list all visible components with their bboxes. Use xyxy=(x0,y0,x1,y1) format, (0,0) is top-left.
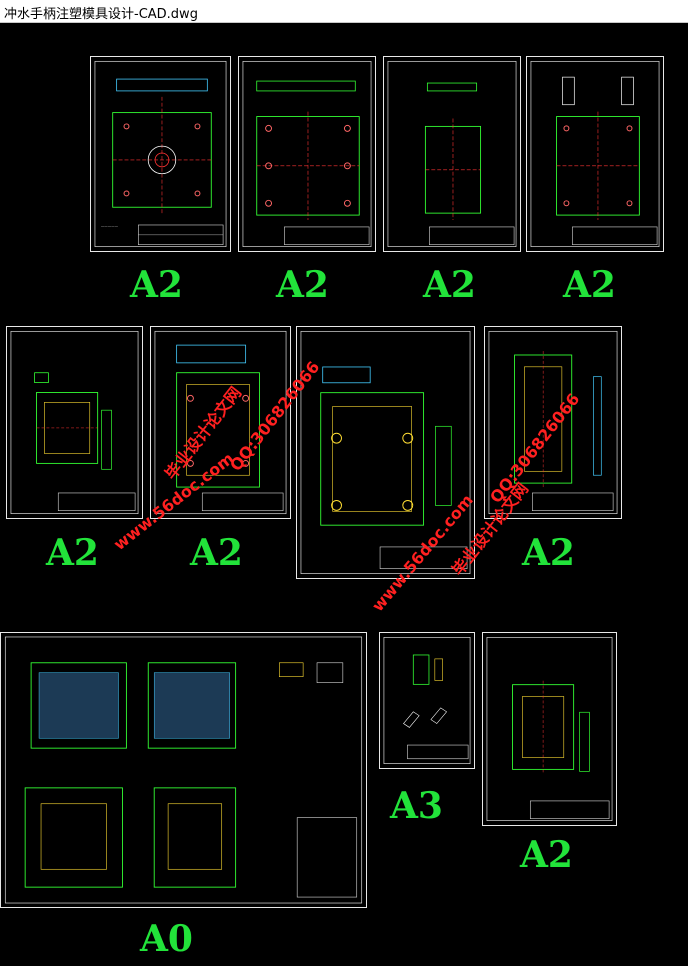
sheet-1-graphics: ————— xyxy=(94,60,227,248)
drawing-sheet-2[interactable] xyxy=(238,56,376,252)
drawing-sheet-9[interactable] xyxy=(0,632,367,908)
sheet-11-graphics xyxy=(486,637,613,821)
sheet-5-size-label: A2 xyxy=(46,532,99,574)
sheet-8-graphics xyxy=(488,330,618,515)
sheet-8-size-label: A2 xyxy=(522,532,575,574)
drawing-sheet-8[interactable] xyxy=(484,326,622,519)
window-titlebar: 冲水手柄注塑模具设计-CAD.dwg xyxy=(0,0,688,23)
cad-canvas[interactable]: ————— xyxy=(0,23,688,966)
sheet-7-graphics xyxy=(300,331,471,574)
drawing-sheet-5[interactable] xyxy=(6,326,143,519)
sheet-5-graphics xyxy=(10,331,139,514)
sheet-3-graphics xyxy=(387,61,517,247)
sheet-2-graphics xyxy=(242,61,372,247)
drawing-sheet-1[interactable]: ————— xyxy=(90,56,231,252)
drawing-sheet-4[interactable] xyxy=(526,56,664,252)
drawing-sheet-7[interactable] xyxy=(296,326,475,579)
sheet-11-size-label: A2 xyxy=(520,834,573,876)
sheet-1-size-label: A2 xyxy=(130,264,183,306)
sheet-2-size-label: A2 xyxy=(276,264,329,306)
sheet-10-graphics xyxy=(383,637,471,764)
drawing-sheet-11[interactable] xyxy=(482,632,617,826)
drawing-sheet-10[interactable] xyxy=(379,632,475,769)
window-title: 冲水手柄注塑模具设计-CAD.dwg xyxy=(4,7,198,22)
drawing-sheet-3[interactable] xyxy=(383,56,521,252)
sheet-10-size-label: A3 xyxy=(390,785,443,827)
drawing-sheet-6[interactable] xyxy=(150,326,291,519)
sheet-4-size-label: A2 xyxy=(563,264,616,306)
sheet-6-size-label: A2 xyxy=(190,532,243,574)
sheet-4-graphics xyxy=(530,61,660,247)
sheet-9-graphics xyxy=(4,636,363,904)
sheet-9-size-label: A0 xyxy=(140,918,193,960)
sheet-6-graphics xyxy=(154,330,287,515)
sheet-3-size-label: A2 xyxy=(423,264,476,306)
svg-text:—————: ————— xyxy=(101,224,119,228)
